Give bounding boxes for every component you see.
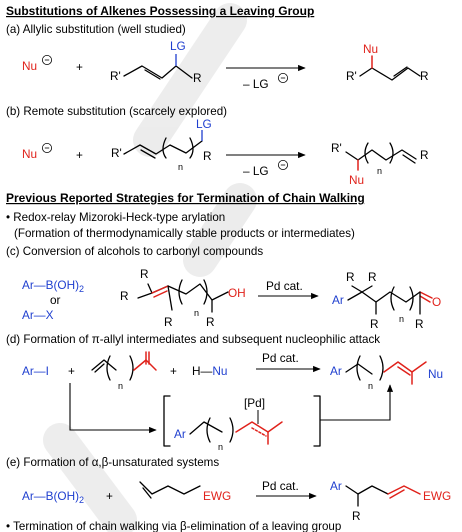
leaving-group-b: LG xyxy=(196,117,212,131)
ewg-substrate-e: EWG xyxy=(203,489,231,503)
r-prime-b: R' xyxy=(111,146,122,160)
carbonyl-c: O xyxy=(432,295,441,309)
plus-sign: + xyxy=(68,364,75,378)
nu-product-d: Nu xyxy=(428,367,443,381)
hydroxyl-c: OH xyxy=(228,286,246,300)
scheme-d: Ar—I + n + H—Nu Pd cat. Ar n Nu Ar xyxy=(22,351,443,452)
n-product-c: n xyxy=(399,314,404,324)
bullet-termination: • Termination of chain walking via β-eli… xyxy=(6,520,341,532)
or-c: or xyxy=(50,293,61,307)
scheme-a: Nu + R' LG R – LG R' Nu R xyxy=(22,39,429,91)
scheme-c: Ar—B(OH)2 or Ar—X R R n R R OH Pd cat. R… xyxy=(22,267,441,331)
caption-b: (b) Remote substitution (scarcely explor… xyxy=(6,105,227,118)
product-c-chain xyxy=(347,291,421,303)
caption-d: (d) Formation of π-allyl intermediates a… xyxy=(6,333,380,346)
diene-d xyxy=(91,359,117,371)
substrate-a-chain xyxy=(123,65,193,79)
nu-product-b: Nu xyxy=(349,173,364,187)
pd-intermediate-d: [Pd] xyxy=(244,396,265,410)
n-product-b: n xyxy=(377,166,382,176)
leaving-group-a: LG xyxy=(170,39,186,53)
n-d: n xyxy=(118,381,123,391)
ewg-product-e: EWG xyxy=(423,489,451,503)
n-product-d: n xyxy=(368,381,373,391)
pd-cat-e: Pd cat. xyxy=(262,479,299,493)
pd-cat-c: Pd cat. xyxy=(266,279,303,293)
minus-lg-b: – LG xyxy=(243,164,269,178)
ar-iodide-d: Ar—I xyxy=(22,364,49,378)
r-c2: R xyxy=(120,289,129,303)
r-a: R xyxy=(193,71,202,85)
n-intermediate-d: n xyxy=(218,442,223,452)
product-e-chain xyxy=(345,485,389,495)
negative-charge-icon xyxy=(42,55,53,66)
double-bond-a xyxy=(144,69,161,80)
r-c6: R xyxy=(368,270,377,284)
r-c8: R xyxy=(415,317,424,331)
plus-sign: + xyxy=(170,364,177,378)
nu-product-a: Nu xyxy=(363,42,378,56)
n-c: n xyxy=(194,308,199,318)
product-d-chain xyxy=(345,363,373,375)
n-b: n xyxy=(178,162,183,172)
double-bond-b xyxy=(140,149,156,159)
r-product-b: R xyxy=(420,148,429,162)
bullet-redox-relay: • Redox-relay Mizoroki-Heck-type arylati… xyxy=(6,211,225,224)
bracket-right xyxy=(313,395,321,447)
ar-product-d: Ar xyxy=(330,364,342,378)
caption-a: (a) Allylic substitution (well studied) xyxy=(6,23,186,36)
substrate-c-chain xyxy=(151,285,173,311)
nucleophile-b: Nu xyxy=(22,147,37,161)
r-c3: R xyxy=(164,315,173,329)
nucleophile-a: Nu xyxy=(22,59,37,73)
arrow-from-intermediate xyxy=(320,384,394,421)
plus-sign: + xyxy=(76,148,83,162)
bracket-left xyxy=(163,395,171,447)
r-prime-a: R' xyxy=(110,69,121,83)
bullet-redox-relay-sub: (Formation of thermodynamically stable p… xyxy=(14,227,355,240)
ar-product-c: Ar xyxy=(332,293,344,307)
r-c5: R xyxy=(346,270,355,284)
h-nu-d: H—Nu xyxy=(192,364,227,378)
r-product-e: R xyxy=(352,509,361,523)
product-b-chain xyxy=(345,149,417,161)
scheme-b: Nu + R' n LG R – LG R' n Nu R xyxy=(22,117,429,187)
product-a-double-bond xyxy=(393,66,408,77)
ar-boronic-e: Ar—B(OH)2 xyxy=(22,489,84,505)
scheme-e: Ar—B(OH)2 + EWG Pd cat. Ar R EWG xyxy=(22,479,451,523)
r-c7: R xyxy=(370,317,379,331)
pd-cat-d: Pd cat. xyxy=(262,351,299,365)
plus-sign: + xyxy=(76,60,83,74)
plus-sign: + xyxy=(106,489,113,503)
watermark xyxy=(43,3,257,532)
r-prime-product-a: R' xyxy=(346,69,357,83)
minus-lg-a: – LG xyxy=(243,77,269,91)
heading-previous-strategies: Previous Reported Strategies for Termina… xyxy=(6,191,365,205)
r-product-a: R xyxy=(420,69,429,83)
r-b: R xyxy=(203,149,212,163)
caption-e: (e) Formation of α,β-unsaturated systems xyxy=(6,456,219,469)
r-c1: R xyxy=(140,267,149,281)
ar-boronic-c: Ar—B(OH)2 xyxy=(22,278,84,294)
double-bond-c xyxy=(153,290,168,298)
substrate-e-chain xyxy=(139,481,201,495)
arrow-to-intermediate xyxy=(69,383,157,434)
ar-halide-c: Ar—X xyxy=(22,308,54,322)
product-a-chain xyxy=(359,67,421,81)
r-c4: R xyxy=(206,315,215,329)
r-prime-product-b: R' xyxy=(331,141,342,155)
heading-substitutions: Substitutions of Alkenes Possessing a Le… xyxy=(6,4,314,18)
caption-c: (c) Conversion of alcohols to carbonyl c… xyxy=(6,245,263,258)
ar-intermediate-d: Ar xyxy=(174,427,186,441)
ar-product-e: Ar xyxy=(330,479,342,493)
